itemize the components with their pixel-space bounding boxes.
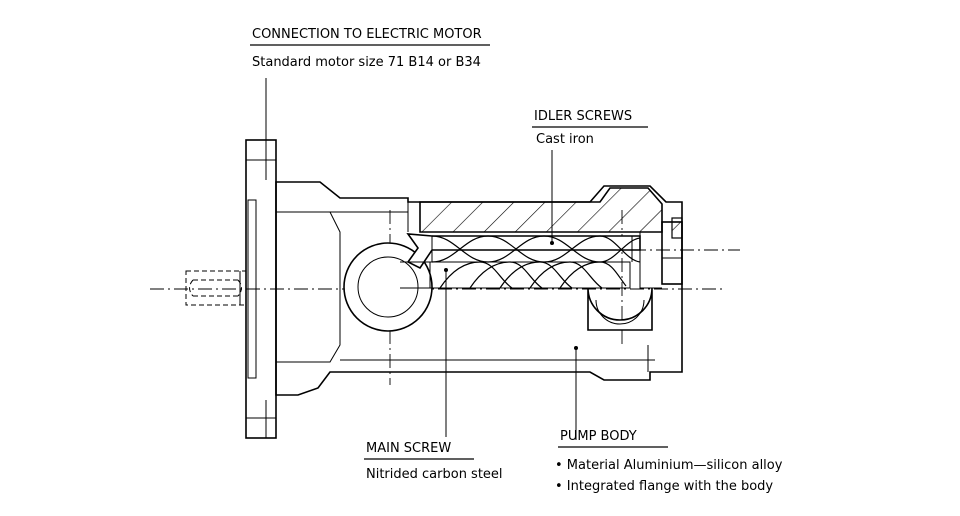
idler-screws-title: IDLER SCREWS xyxy=(534,109,632,124)
pump-body-title: PUMP BODY xyxy=(560,429,637,444)
bearing-bores xyxy=(343,242,653,332)
idler-screws-label: IDLER SCREWS Cast iron xyxy=(532,109,648,147)
pump-body-label: PUMP BODY • Material Aluminium—silicon a… xyxy=(555,429,783,494)
idler-screw xyxy=(406,233,641,270)
idler-housing-section xyxy=(419,187,663,233)
motor-connection-title: CONNECTION TO ELECTRIC MOTOR xyxy=(252,27,482,42)
main-screw xyxy=(400,261,631,289)
motor-connection-label: CONNECTION TO ELECTRIC MOTOR Standard mo… xyxy=(250,27,490,70)
pump-body-material: • Material Aluminium—silicon alloy xyxy=(555,458,783,473)
main-screw-material: Nitrided carbon steel xyxy=(366,467,503,482)
motor-connection-spec: Standard motor size 71 B14 or B34 xyxy=(252,55,481,70)
drive-shaft xyxy=(185,270,247,306)
idler-screws-material: Cast iron xyxy=(536,132,594,147)
pump-body-flange: • Integrated flange with the body xyxy=(555,479,773,494)
leader-lines xyxy=(265,78,578,440)
main-screw-label: MAIN SCREW Nitrided carbon steel xyxy=(364,441,503,482)
end-cover xyxy=(639,217,683,290)
main-screw-title: MAIN SCREW xyxy=(366,441,451,456)
